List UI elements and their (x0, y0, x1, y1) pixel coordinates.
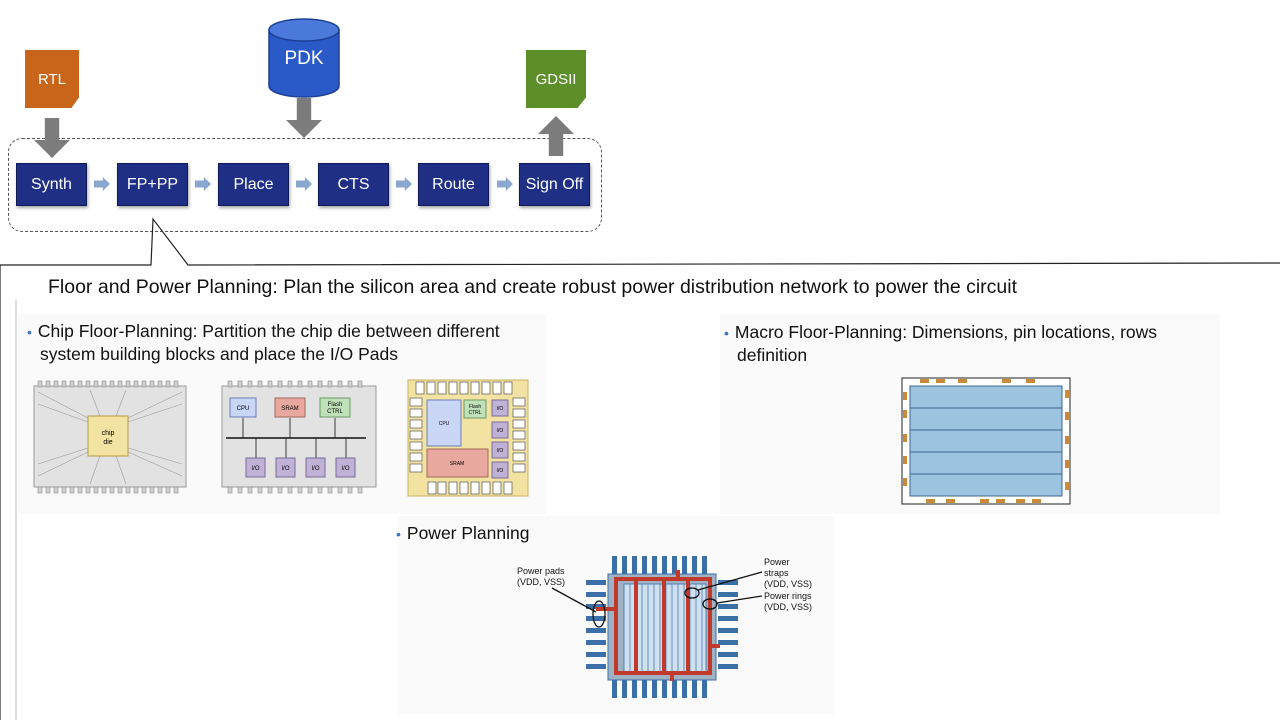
flow-arrow (396, 177, 412, 191)
stage-place: Place (218, 163, 289, 206)
sram-label: SRAM (281, 406, 298, 412)
bullet-dot: • (396, 526, 401, 542)
pdk-database-cylinder (268, 18, 340, 98)
chip-die-label2: die (103, 439, 112, 446)
macro-layout-figure (901, 377, 1071, 505)
flash-label: Flash (469, 404, 481, 410)
bullet-dot: • (27, 324, 32, 340)
power-pads-label: Power pads(VDD, VSS) (517, 566, 566, 587)
io-label: I/O (497, 406, 504, 412)
ctrl-label: CTRL (327, 409, 343, 415)
io-label: I/O (341, 466, 349, 472)
flow-arrow (195, 177, 211, 191)
rtl-input-note: RTL (25, 50, 79, 108)
power-planning-title: Power Planning (406, 523, 530, 543)
flash-label: Flash (328, 402, 343, 408)
flow-arrow (296, 177, 312, 191)
stage-sign-off: Sign Off (519, 163, 590, 206)
io-label: I/O (311, 466, 319, 472)
macro-fp-bullet: • Macro Floor-Planning: Dimensions, pin l… (724, 321, 1157, 366)
cpu-label: CPU (439, 421, 450, 427)
pdk-down-arrow (286, 98, 322, 138)
macro-fp-text-line1: Macro Floor-Planning: Dimensions, pin lo… (734, 322, 1158, 342)
sram-label: SRAM (450, 461, 464, 467)
gdsii-output-note: GDSII (526, 50, 586, 108)
ctrl-label: CTRL (468, 410, 481, 416)
power-planning-bullet: • Power Planning (396, 522, 529, 545)
power-rings-label: Power rings(VDD, VSS) (764, 591, 813, 612)
stage-fp-pp: FP+PP (117, 163, 188, 206)
bullet-dot: • (724, 325, 729, 341)
io-label: I/O (497, 448, 504, 454)
section-headline: Floor and Power Planning: Plan the silic… (48, 276, 1018, 298)
stage-synth: Synth (16, 163, 87, 206)
flow-arrow (497, 177, 513, 191)
chip-fp-text-line1: Chip Floor-Planning: Partition the chip … (37, 321, 500, 341)
chip-floorplan-figure: CPU Flash CTRL SRAM I/O I/O I/O I/O (407, 379, 529, 497)
chip-die-label: chip (102, 430, 115, 437)
chip-fp-bullet: • Chip Floor-Planning: Partition the chip… (27, 320, 500, 365)
stage-cts: CTS (318, 163, 389, 206)
stage-route: Route (418, 163, 489, 206)
cpu-label: CPU (237, 406, 250, 412)
pdk-label: PDK (284, 48, 324, 69)
design-flow-panel: RTL PDK GDSII Synth FP+PP Place CTS Rout… (0, 0, 608, 240)
io-label: I/O (497, 468, 504, 474)
flow-arrow (94, 177, 110, 191)
block-partition-figure: CPU SRAM Flash CTRL I/O I/O I/O I/O (221, 380, 377, 494)
chip-die-figure: chip die (33, 380, 187, 494)
io-label: I/O (251, 466, 259, 472)
macro-fp-text-line2: definition (737, 345, 808, 365)
io-label: I/O (281, 466, 289, 472)
power-grid-figure (551, 556, 763, 698)
io-label: I/O (497, 428, 504, 434)
chip-fp-text-line2: system building blocks and place the I/O… (40, 344, 398, 364)
